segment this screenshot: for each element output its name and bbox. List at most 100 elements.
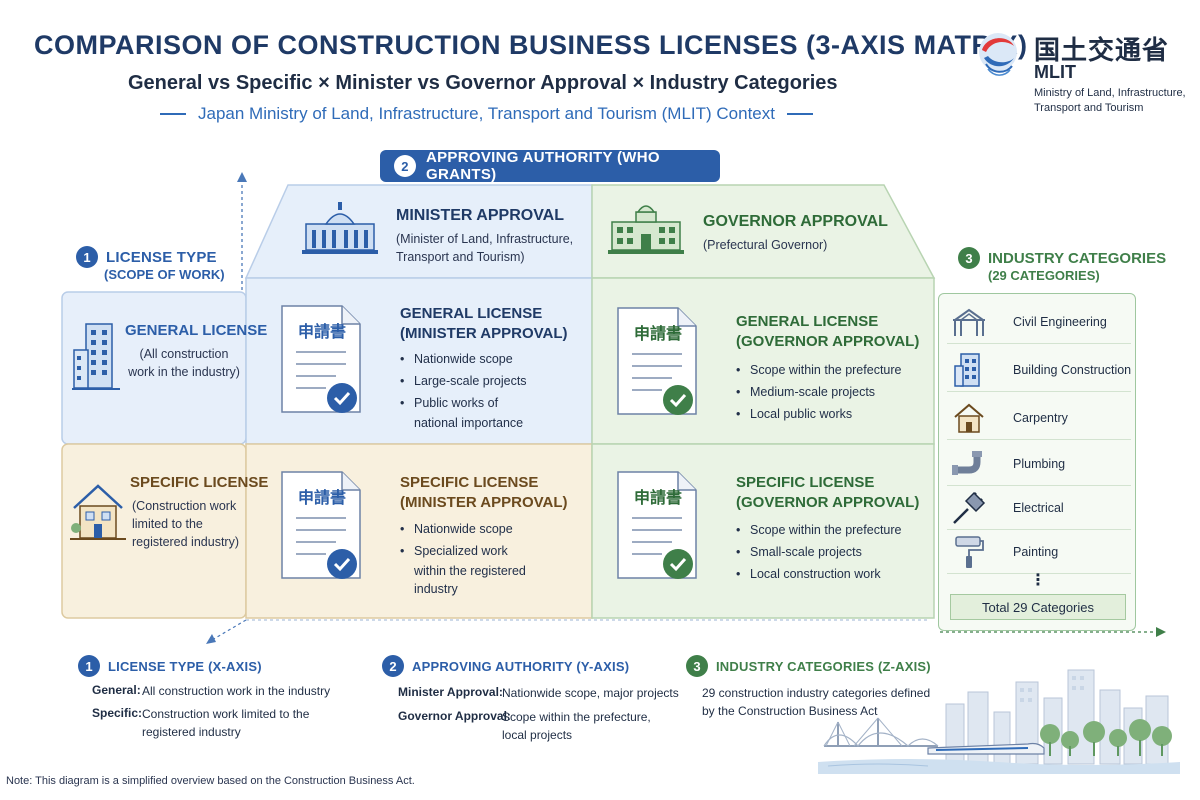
prefecture-building-icon bbox=[608, 205, 684, 254]
more-indicator: ⋮ bbox=[1030, 572, 1046, 589]
list-item: Public works of bbox=[400, 392, 584, 414]
list-item: Plumbing bbox=[947, 442, 1131, 486]
axis3-number: 3 bbox=[958, 247, 980, 269]
list-item: Painting bbox=[947, 530, 1131, 574]
cityscape-illustration bbox=[818, 669, 1180, 774]
application-document-icon bbox=[281, 471, 361, 579]
application-document-icon bbox=[617, 471, 697, 579]
industry-label: Painting bbox=[1013, 544, 1059, 559]
pipe-icon bbox=[952, 450, 982, 475]
house-icon bbox=[70, 484, 126, 540]
cell-general-minister-title1: GENERAL LICENSE bbox=[400, 305, 543, 322]
industry-label: Carpentry bbox=[1013, 410, 1068, 425]
legend-axis3-number: 3 bbox=[686, 655, 708, 677]
dash-right bbox=[786, 113, 813, 115]
axis1-label: 1 LICENSE TYPE bbox=[76, 246, 217, 268]
cell-specific-minister-title2: (MINISTER APPROVAL) bbox=[400, 494, 568, 511]
governor-approval-title: GOVERNOR APPROVAL bbox=[703, 213, 888, 230]
list-item: industry bbox=[414, 582, 458, 596]
cell-general-minister-title2: (MINISTER APPROVAL) bbox=[400, 325, 568, 342]
axis1-subtitle: (SCOPE OF WORK) bbox=[104, 267, 225, 282]
legend-governor-value-2: local projects bbox=[502, 728, 573, 742]
list-item: national importance bbox=[414, 416, 524, 430]
axis1-number: 1 bbox=[76, 246, 98, 268]
legend-specific-value-1: Construction work limited to the bbox=[142, 707, 310, 721]
legend-axis3: 3 INDUSTRY CATEGORIES (Z-AXIS) bbox=[686, 655, 931, 677]
list-item: within the registered bbox=[414, 564, 526, 578]
legend-governor-value-1: Scope within the prefecture, bbox=[502, 710, 651, 724]
legend-axis1: 1 LICENSE TYPE (X-AXIS) bbox=[78, 655, 262, 677]
cell-general-minister-list: Nationwide scope Large-scale projects Pu… bbox=[400, 348, 584, 432]
list-item: Nationwide scope bbox=[400, 518, 584, 540]
cell-general-governor-list: Scope within the prefecture Medium-scale… bbox=[736, 359, 926, 425]
legend-specific-value-2: registered industry bbox=[142, 725, 241, 739]
list-item: Medium-scale projects bbox=[736, 381, 926, 403]
list-item: Local construction work bbox=[736, 563, 926, 585]
axis2-label: APPROVING AUTHORITY (WHO GRANTS) bbox=[426, 149, 660, 183]
list-item: Carpentry bbox=[947, 396, 1131, 440]
axis2-pill: 2 APPROVING AUTHORITY (WHO GRANTS) bbox=[380, 149, 720, 183]
page-subtitle: General vs Specific × Minister vs Govern… bbox=[128, 72, 838, 94]
doc-label: 申請書 bbox=[634, 490, 683, 507]
doc-label: 申請書 bbox=[298, 490, 347, 507]
legend-axis3-desc-2: by the Construction Business Act bbox=[702, 704, 878, 718]
application-document-icon bbox=[617, 307, 697, 415]
minister-approval-desc: (Minister of Land, Infrastructure, Trans… bbox=[396, 232, 574, 264]
legend-axis2-title: APPROVING AUTHORITY (Y-AXIS) bbox=[412, 658, 630, 674]
legend-minister-value: Nationwide scope, major projects bbox=[502, 686, 679, 700]
axis1-title: LICENSE TYPE bbox=[106, 248, 217, 266]
list-item: Specialized work bbox=[400, 540, 584, 562]
axis3-title: INDUSTRY CATEGORIES bbox=[988, 249, 1167, 267]
logo-japanese: 国土交通省 bbox=[1034, 35, 1170, 65]
industry-categories-panel: Civil Engineering Building Construction … bbox=[938, 293, 1136, 631]
page-title: COMPARISON OF CONSTRUCTION BUSINESS LICE… bbox=[34, 30, 1028, 60]
axis2-number: 2 bbox=[394, 155, 416, 177]
legend-axis3-title: INDUSTRY CATEGORIES (Z-AXIS) bbox=[716, 658, 931, 674]
minister-approval-title: MINISTER APPROVAL bbox=[396, 207, 565, 224]
governor-approval-desc: (Prefectural Governor) bbox=[703, 238, 828, 252]
footnote: Note: This diagram is a simplified overv… bbox=[6, 775, 415, 787]
bridge-icon bbox=[953, 308, 985, 336]
list-item: Small-scale projects bbox=[736, 541, 926, 563]
dash-left bbox=[160, 113, 186, 115]
legend-general-key: General: bbox=[92, 683, 141, 697]
industry-label: Civil Engineering bbox=[1013, 314, 1107, 329]
cell-specific-governor-title2: (GOVERNOR APPROVAL) bbox=[736, 494, 920, 511]
cell-specific-governor-title1: SPECIFIC LICENSE bbox=[736, 474, 875, 491]
list-item: Scope within the prefecture bbox=[736, 359, 926, 381]
legend-governor-key: Governor Approval: bbox=[398, 709, 511, 723]
paint-roller-icon bbox=[955, 535, 984, 568]
office-tower-icon bbox=[72, 323, 120, 390]
application-document-icon bbox=[281, 305, 361, 413]
industry-label: Plumbing bbox=[1013, 456, 1066, 471]
axis3-subtitle: (29 CATEGORIES) bbox=[988, 268, 1100, 283]
building-icon bbox=[954, 352, 980, 387]
cell-general-governor-title2: (GOVERNOR APPROVAL) bbox=[736, 333, 920, 350]
axis3-label: 3 INDUSTRY CATEGORIES bbox=[958, 247, 1166, 269]
context-line: Japan Ministry of Land, Infrastructure, … bbox=[160, 104, 880, 124]
industry-label: Electrical bbox=[1013, 500, 1064, 515]
logo-english: MLIT bbox=[1034, 62, 1076, 82]
plug-icon bbox=[953, 491, 986, 524]
cell-specific-minister-list: Nationwide scope Specialized work within… bbox=[400, 518, 584, 598]
cell-specific-minister-title1: SPECIFIC LICENSE bbox=[400, 474, 539, 491]
list-item: Scope within the prefecture bbox=[736, 519, 926, 541]
list-item: Large-scale projects bbox=[400, 370, 584, 392]
list-item: Nationwide scope bbox=[400, 348, 584, 370]
legend-axis1-title: LICENSE TYPE (X-AXIS) bbox=[108, 658, 262, 674]
cell-general-governor-title1: GENERAL LICENSE bbox=[736, 313, 879, 330]
house-icon bbox=[954, 403, 984, 433]
specific-license-row-desc: (Construction work limited to the regist… bbox=[132, 499, 239, 549]
total-categories-badge: Total 29 Categories bbox=[950, 594, 1126, 620]
legend-axis2: 2 APPROVING AUTHORITY (Y-AXIS) bbox=[382, 655, 629, 677]
legend-general-value: All construction work in the industry bbox=[142, 684, 331, 698]
legend-axis3-desc-1: 29 construction industry categories defi… bbox=[702, 686, 931, 700]
legend-minister-key: Minister Approval: bbox=[398, 685, 503, 699]
list-item: Local public works bbox=[736, 403, 926, 425]
logo-full-name: Ministry of Land, Infrastructure, Transp… bbox=[1034, 87, 1186, 114]
cell-specific-governor-list: Scope within the prefecture Small-scale … bbox=[736, 519, 926, 585]
doc-label: 申請書 bbox=[298, 324, 347, 341]
list-item: Building Construction bbox=[947, 348, 1131, 392]
legend-axis1-number: 1 bbox=[78, 655, 100, 677]
context-text: Japan Ministry of Land, Infrastructure, … bbox=[198, 104, 775, 123]
